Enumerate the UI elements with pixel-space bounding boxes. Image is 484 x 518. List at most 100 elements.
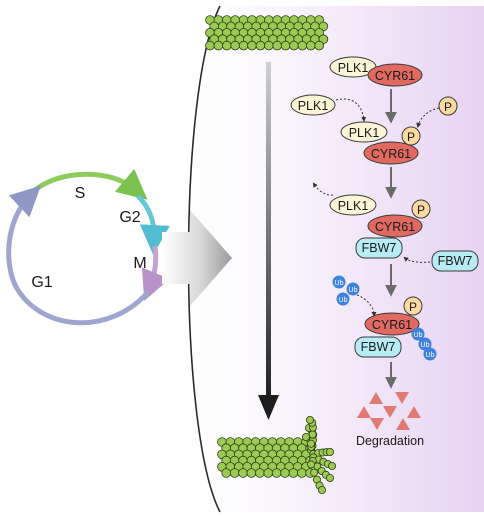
microtubule-bead — [213, 40, 224, 51]
ubiquitin-free-3: Ub — [336, 292, 350, 306]
plk1-node-complex1: PLK1 — [340, 121, 388, 143]
phosphate-node-complex1: P — [401, 126, 421, 146]
protofilament-bead — [325, 447, 334, 456]
plk1-node-left: PLK1 — [290, 94, 336, 116]
protofilament-bead — [307, 460, 316, 469]
cyr61-label-complex3: CYR61 — [372, 318, 412, 332]
cell-cycle-m-label: M — [133, 255, 146, 272]
degradation-fragment — [357, 406, 371, 418]
degradation-fragment — [370, 418, 384, 430]
m-phase-arrow — [162, 210, 232, 306]
cyr61-node-complex1: CYR61 — [363, 141, 419, 165]
ubiquitin-free-1: Ub — [332, 275, 346, 289]
protofilament-bead — [308, 430, 317, 439]
ubiquitin-free-2: Ub — [346, 282, 360, 296]
ubiquitin-chain-3-label: Ub — [426, 352, 435, 359]
microtubule-bead — [205, 40, 215, 51]
microtubule-bead — [255, 40, 266, 51]
plk1-node-top: PLK1 — [329, 56, 377, 78]
phosphate-label-complex2: P — [417, 203, 425, 217]
cyr61-node-complex3: CYR61 — [364, 312, 420, 336]
microtubule-bead — [229, 468, 240, 478]
ubiquitin-chain-2: Ub — [418, 337, 432, 351]
cyr61-label-complex2: CYR61 — [375, 220, 415, 234]
microtubule-bead — [221, 468, 232, 478]
protofilament-bead — [306, 439, 315, 448]
microtubule-bead — [296, 468, 307, 478]
phosphate-node-right: P — [438, 96, 458, 116]
protofilament-bead — [305, 415, 314, 424]
ubiquitin-chain: Ub Ub Ub — [411, 327, 437, 361]
microtubule-bead — [230, 40, 241, 51]
cyr61-label-top: CYR61 — [375, 69, 415, 83]
degradation-fragment — [395, 392, 409, 404]
plk1-bind-arrow — [335, 98, 367, 122]
microtubule-bead — [238, 468, 248, 478]
phosphate-node-complex3: P — [403, 296, 423, 316]
microtubule-bead — [305, 40, 316, 51]
plk1-release-arrow — [312, 182, 334, 196]
microtubule-bead — [254, 468, 265, 478]
ubiquitin-chain-1-label: Ub — [414, 332, 423, 339]
degradation-fragment — [396, 418, 410, 430]
microtubule-bead — [280, 40, 291, 51]
fbw7-label-complex2: FBW7 — [362, 241, 397, 255]
microtubule-bead — [246, 468, 257, 478]
cell-cycle-g1-arc — [6, 185, 150, 326]
plk1-label-released: PLK1 — [338, 199, 369, 213]
cell-cycle-m-arc — [141, 245, 170, 301]
microtubule-bead — [263, 40, 274, 51]
degradation-label: Degradation — [356, 434, 424, 448]
fbw7-label-free: FBW7 — [438, 254, 473, 268]
cell-cycle-g2-arc — [136, 194, 170, 255]
degradation-fragment — [407, 406, 421, 418]
microtubule-bead — [272, 40, 283, 51]
ubiquitin-chain-1: Ub — [411, 327, 425, 341]
plk1-label-top: PLK1 — [338, 61, 369, 75]
depolymerization-arrow-head — [258, 395, 279, 420]
degradation-fragments — [357, 392, 421, 430]
ubiquitin-chain-2-label: Ub — [421, 342, 430, 349]
phosphate-label-complex1: P — [407, 130, 415, 144]
protofilament-bead — [325, 473, 334, 482]
plk1-node-released: PLK1 — [329, 194, 377, 216]
fbw7-node-complex2: FBW7 — [355, 237, 403, 259]
cell-cycle-g2-label: G2 — [119, 209, 140, 226]
microtubule-bead — [271, 468, 282, 478]
cell-cycle-s-arc — [33, 168, 148, 200]
cell-cycle-s-label: S — [75, 185, 86, 202]
protofilament-bead — [327, 461, 336, 470]
phosphate-label-complex3: P — [409, 300, 417, 314]
ubiquitin-free-3-label: Ub — [339, 297, 348, 304]
microtubule-bead — [314, 40, 325, 51]
ubiquitin-free-cluster: Ub Ub Ub — [332, 275, 360, 306]
microtubule-bead — [297, 40, 308, 51]
cyr61-node-complex2: CYR61 — [367, 214, 423, 238]
microtubule-intact — [205, 15, 329, 51]
microtubule-depolymerizing — [217, 415, 336, 494]
fbw7-bind-arrow — [403, 256, 431, 263]
depolymerization-arrow-shaft — [266, 62, 271, 402]
microtubule-bead — [288, 468, 299, 478]
ubiquitin-free-2-label: Ub — [349, 287, 358, 294]
degradation-fragment — [369, 392, 383, 404]
fbw7-label-complex3: FBW7 — [361, 340, 396, 354]
cyr61-label-complex1: CYR61 — [371, 147, 411, 161]
microtubule-bead — [289, 40, 299, 51]
microtubule-bead — [238, 40, 249, 51]
protofilament-bead — [301, 432, 310, 441]
microtubule-bead — [222, 40, 232, 51]
fbw7-node-free: FBW7 — [431, 250, 479, 272]
ubiquitin-free-1-label: Ub — [335, 280, 344, 287]
degradation-fragment — [383, 406, 397, 418]
ubiquitin-chain-3: Ub — [423, 347, 437, 361]
plk1-label-left: PLK1 — [298, 99, 329, 113]
protofilament-bead — [310, 468, 319, 477]
protofilament-bead — [317, 485, 326, 494]
cyr61-node-top: CYR61 — [367, 63, 423, 87]
phosphate-node-complex2: P — [411, 199, 431, 219]
phosphate-label-right: P — [444, 100, 452, 114]
ubiquitin-attach-arrow — [356, 294, 377, 317]
cell-cycle-g1-label: G1 — [31, 274, 52, 291]
depolymerization-arrow — [258, 62, 279, 420]
